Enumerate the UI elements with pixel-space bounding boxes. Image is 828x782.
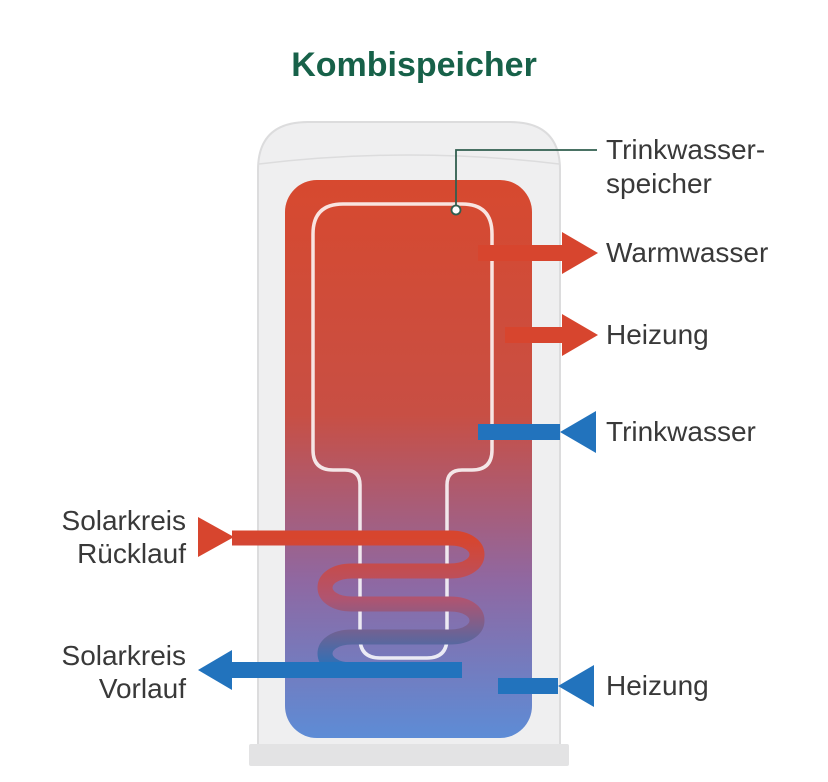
trinkwasser-arrow — [478, 411, 596, 453]
label-line: Solarkreis — [61, 505, 186, 536]
heizung-bottom-arrowhead-icon — [558, 665, 594, 707]
label-line: Solarkreis — [61, 640, 186, 671]
solar-vorlauf-arrow — [198, 650, 462, 690]
trinkwasser-arrowhead-icon — [560, 411, 596, 453]
page-title: Kombispeicher — [291, 46, 537, 84]
label-warmwasser: Warmwasser — [606, 237, 769, 268]
label-line: Trinkwasser- — [606, 134, 766, 165]
speicher-leader-dot — [450, 204, 462, 216]
heizung-top-arrowhead-icon — [562, 314, 598, 356]
solar-ruecklauf-arrowhead-icon — [198, 517, 234, 557]
solar-coil — [232, 530, 485, 678]
heizung-bottom-arrow-bar — [498, 678, 558, 694]
warmwasser-arrow — [478, 232, 598, 274]
warmwasser-arrowhead-icon — [562, 232, 598, 274]
solar-vorlauf-arrowhead-icon — [198, 650, 232, 690]
label-line: Rücklauf — [77, 538, 186, 569]
warmwasser-arrow-bar — [478, 245, 562, 261]
label-solarkreis-vorlauf: Solarkreis Vorlauf — [62, 639, 186, 705]
label-trinkwasser: Trinkwasser — [606, 416, 756, 447]
speicher-leader-line — [455, 149, 597, 205]
label-heizung-top: Heizung — [606, 319, 709, 350]
trinkwasser-arrow-bar — [478, 424, 560, 440]
heizung-top-arrow — [505, 314, 598, 356]
tank-base — [249, 744, 569, 766]
label-solarkreis-ruecklauf: Solarkreis Rücklauf — [62, 504, 186, 570]
label-line: Vorlauf — [98, 673, 186, 704]
tank-lid-line — [258, 154, 560, 165]
label-line: speicher — [606, 168, 712, 199]
label-trinkwasserspeicher: Trinkwasser- speicher — [606, 133, 765, 201]
heizung-top-arrow-bar — [505, 327, 562, 343]
heizung-bottom-arrow — [498, 665, 594, 707]
solar-vorlauf-arrow-bar — [232, 662, 462, 678]
label-heizung-bottom: Heizung — [606, 670, 709, 701]
